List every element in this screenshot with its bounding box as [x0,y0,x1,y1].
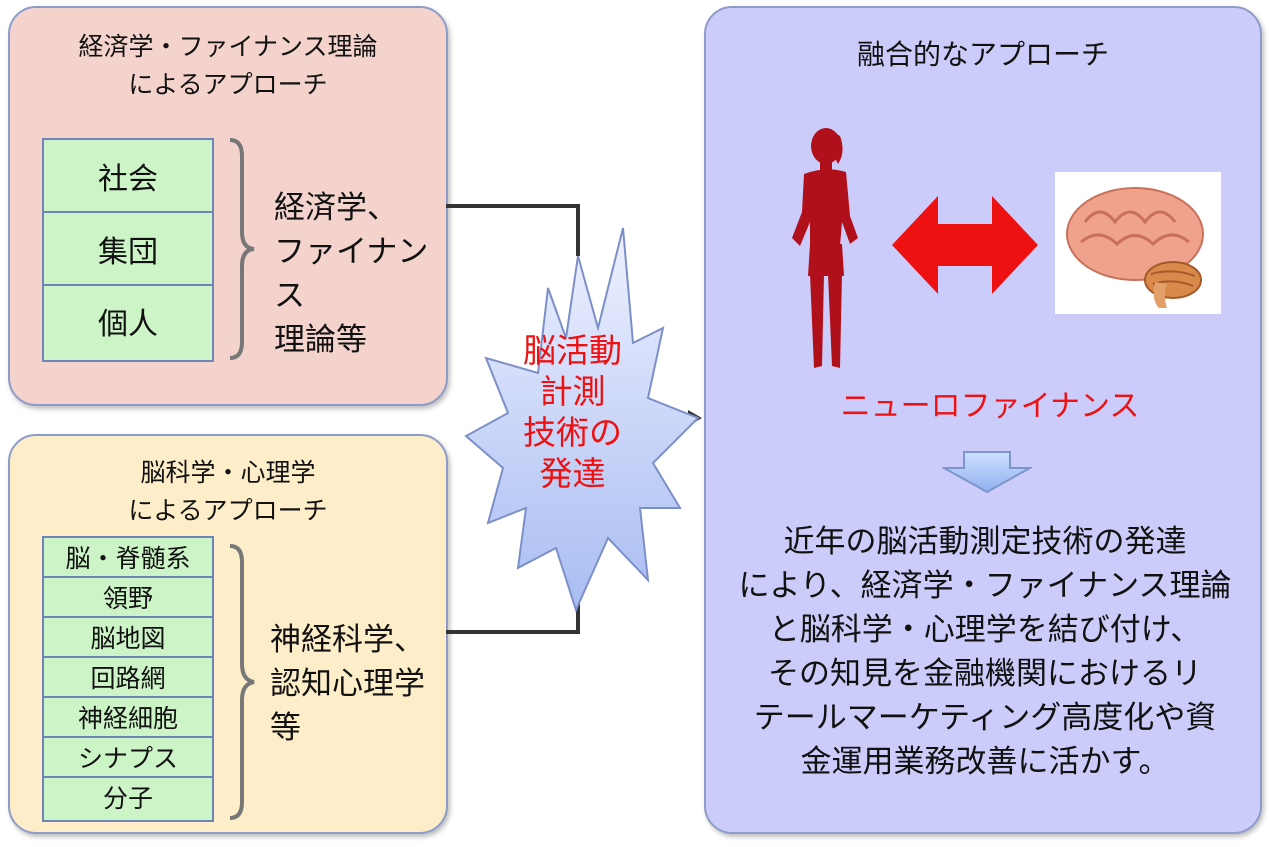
level-cell: シナプス [44,738,212,778]
economics-level-stack: 社会 集団 個人 [42,138,214,362]
brain-label-line2: 認知心理学 [270,666,425,702]
economics-label-line1: 経済学、 [274,190,398,226]
brain-label-line1: 神経科学、 [270,622,425,658]
brain-icon [1066,187,1204,308]
fusion-body-line: 金運用業務改善に活かす。 [800,744,1170,780]
fusion-body-line: テールマーケティング高度化や資 [753,700,1217,736]
economics-title-line2: によるアプローチ [128,70,328,99]
level-cell: 脳・脊髄系 [44,538,212,578]
brain-image [1055,172,1221,314]
brain-title-line1: 脳科学・心理学 [140,458,316,487]
level-cell: 回路網 [44,658,212,698]
level-cell: 個人 [98,307,158,342]
burst-line1: 脳活動 [523,331,622,370]
level-cell: 脳地図 [44,618,212,658]
fusion-panel-title: 融合的なアプローチ [856,38,1109,71]
burst-line3: 技術の [523,413,622,452]
fusion-body-line: その知見を金融機関におけるリ [768,656,1202,692]
brain-science-approach-panel: 脳科学・心理学 によるアプローチ 脳・脊髄系 領野 脳地図 回路網 神経細胞 シ… [8,434,448,834]
brain-label-line3: 等 [270,710,301,746]
double-arrow-icon [892,196,1038,294]
burst-line2: 計測 [539,372,606,411]
economics-group-label: 経済学、 ファイナンス 理論等 [274,186,446,362]
level-cell: 集団 [44,213,212,286]
economics-label-line3: 理論等 [274,322,367,358]
neurofinance-label: ニューロファイナンス [840,389,1140,424]
brain-title-line2: によるアプローチ [128,496,328,525]
level-cell: 社会 [44,140,212,213]
burst-line4: 発達 [539,454,606,493]
level-cell: 領野 [44,578,212,618]
brain-group-label: 神経科学、 認知心理学 等 [270,618,425,750]
burst-shape-icon [464,227,700,613]
curly-brace-icon [229,544,255,820]
fusion-body-line: 近年の脳活動測定技術の発達 [783,524,1187,560]
fusion-approach-panel: 融合的なアプローチ [704,6,1262,834]
woman-silhouette-icon [792,128,858,368]
fusion-description: 近年の脳活動測定技術の発達 により、経済学・ファイナンス理論 と脳科学・心理学を… [730,520,1240,784]
level-cell: 神経細胞 [44,698,212,738]
economics-panel-title: 経済学・ファイナンス理論 によるアプローチ [10,28,446,104]
brain-level-stack: 脳・脊髄系 領野 脳地図 回路網 神経細胞 シナプス 分子 [42,536,214,822]
level-cell: 分子 [102,784,153,813]
economics-approach-panel: 経済学・ファイナンス理論 によるアプローチ 社会 集団 個人 経済学、 ファイナ… [8,6,448,406]
curly-brace-icon [229,138,255,360]
burst-label: 脳活動 計測 技術の 発達 [510,330,635,494]
economics-label-line2: ファイナンス [274,234,429,314]
down-arrow-icon [942,451,1032,494]
fusion-body-line: と脳科学・心理学を結び付け、 [768,612,1202,648]
brain-panel-title: 脳科学・心理学 によるアプローチ [10,454,446,530]
economics-title-line1: 経済学・ファイナンス理論 [78,32,378,61]
fusion-body-line: により、経済学・ファイナンス理論 [738,568,1232,604]
